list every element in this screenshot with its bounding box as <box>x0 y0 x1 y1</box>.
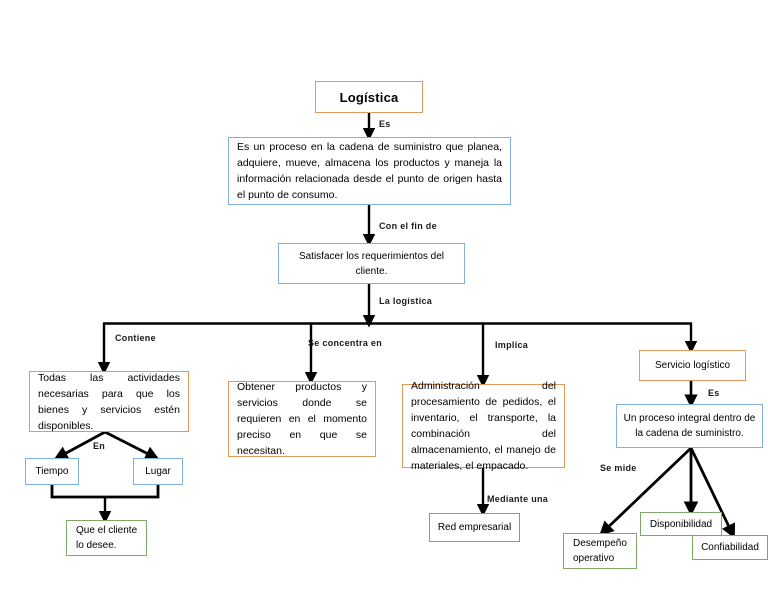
node-satisfacer-label: Satisfacer los requerimientos del client… <box>298 250 445 277</box>
node-tiempo[interactable]: Tiempo <box>25 458 79 485</box>
node-desempeno-operativo-label: Desempeño operativo <box>573 538 627 564</box>
node-confiabilidad-label: Confiabilidad <box>701 542 759 553</box>
edge-label-es-1: Es <box>379 119 391 129</box>
edge-label-la-logistica: La logística <box>379 296 433 306</box>
node-lugar[interactable]: Lugar <box>133 458 183 485</box>
node-obtener[interactable]: Obtener productos y servicios donde se r… <box>228 381 376 457</box>
edge-label-mediante-una: Mediante una <box>487 494 549 504</box>
node-proceso-integral[interactable]: Un proceso integral dentro de la cadena … <box>616 404 763 448</box>
node-confiabilidad[interactable]: Confiabilidad <box>692 535 768 560</box>
node-servicio-logistico[interactable]: Servicio logístico <box>639 350 746 381</box>
node-red-empresarial-label: Red empresarial <box>437 522 512 533</box>
edge-label-en: En <box>93 441 106 451</box>
node-logistica[interactable]: Logística <box>315 81 423 113</box>
node-proceso-integral-label: Un proceso integral dentro de la cadena … <box>623 413 756 439</box>
node-servicio-logistico-label: Servicio logístico <box>654 360 731 371</box>
node-satisfacer[interactable]: Satisfacer los requerimientos del client… <box>278 243 465 284</box>
node-administracion[interactable]: Administración del procesamiento de pedi… <box>402 380 565 472</box>
edge-actividades-lugar <box>104 430 160 460</box>
edge-label-implica: Implica <box>495 340 529 350</box>
node-lugar-label: Lugar <box>145 466 171 477</box>
edge-tiempo-lugar-merge <box>50 485 160 499</box>
edge-label-con-el-fin-de: Con el fin de <box>379 221 437 231</box>
node-logistica-label: Logística <box>339 89 399 105</box>
node-que-el-cliente[interactable]: Que el cliente lo desee. <box>66 520 147 556</box>
node-que-el-cliente-label: Que el cliente lo desee. <box>76 525 138 551</box>
node-administracion-label: Administración del procesamiento de pedi… <box>411 380 556 472</box>
node-tiempo-label: Tiempo <box>35 466 69 477</box>
edge-label-se-mide: Se mide <box>600 463 637 473</box>
edge-label-contiene: Contiene <box>115 333 156 343</box>
node-obtener-label: Obtener productos y servicios donde se r… <box>237 381 367 457</box>
node-disponibilidad-label: Disponibilidad <box>649 518 713 530</box>
node-definicion[interactable]: Es un proceso en la cadena de suministro… <box>228 137 511 205</box>
node-red-empresarial[interactable]: Red empresarial <box>429 513 520 542</box>
node-desempeno-operativo[interactable]: Desempeño operativo <box>563 533 637 569</box>
node-disponibilidad[interactable]: Disponibilidad <box>640 512 722 536</box>
edge-label-se-concentra-en: Se concentra en <box>308 338 383 348</box>
node-definicion-label: Es un proceso en la cadena de suministro… <box>237 141 502 201</box>
node-actividades[interactable]: Todas las actividades necesarias para qu… <box>29 371 189 432</box>
node-actividades-label: Todas las actividades necesarias para qu… <box>38 371 180 432</box>
edge-label-es-2: Es <box>708 388 720 398</box>
